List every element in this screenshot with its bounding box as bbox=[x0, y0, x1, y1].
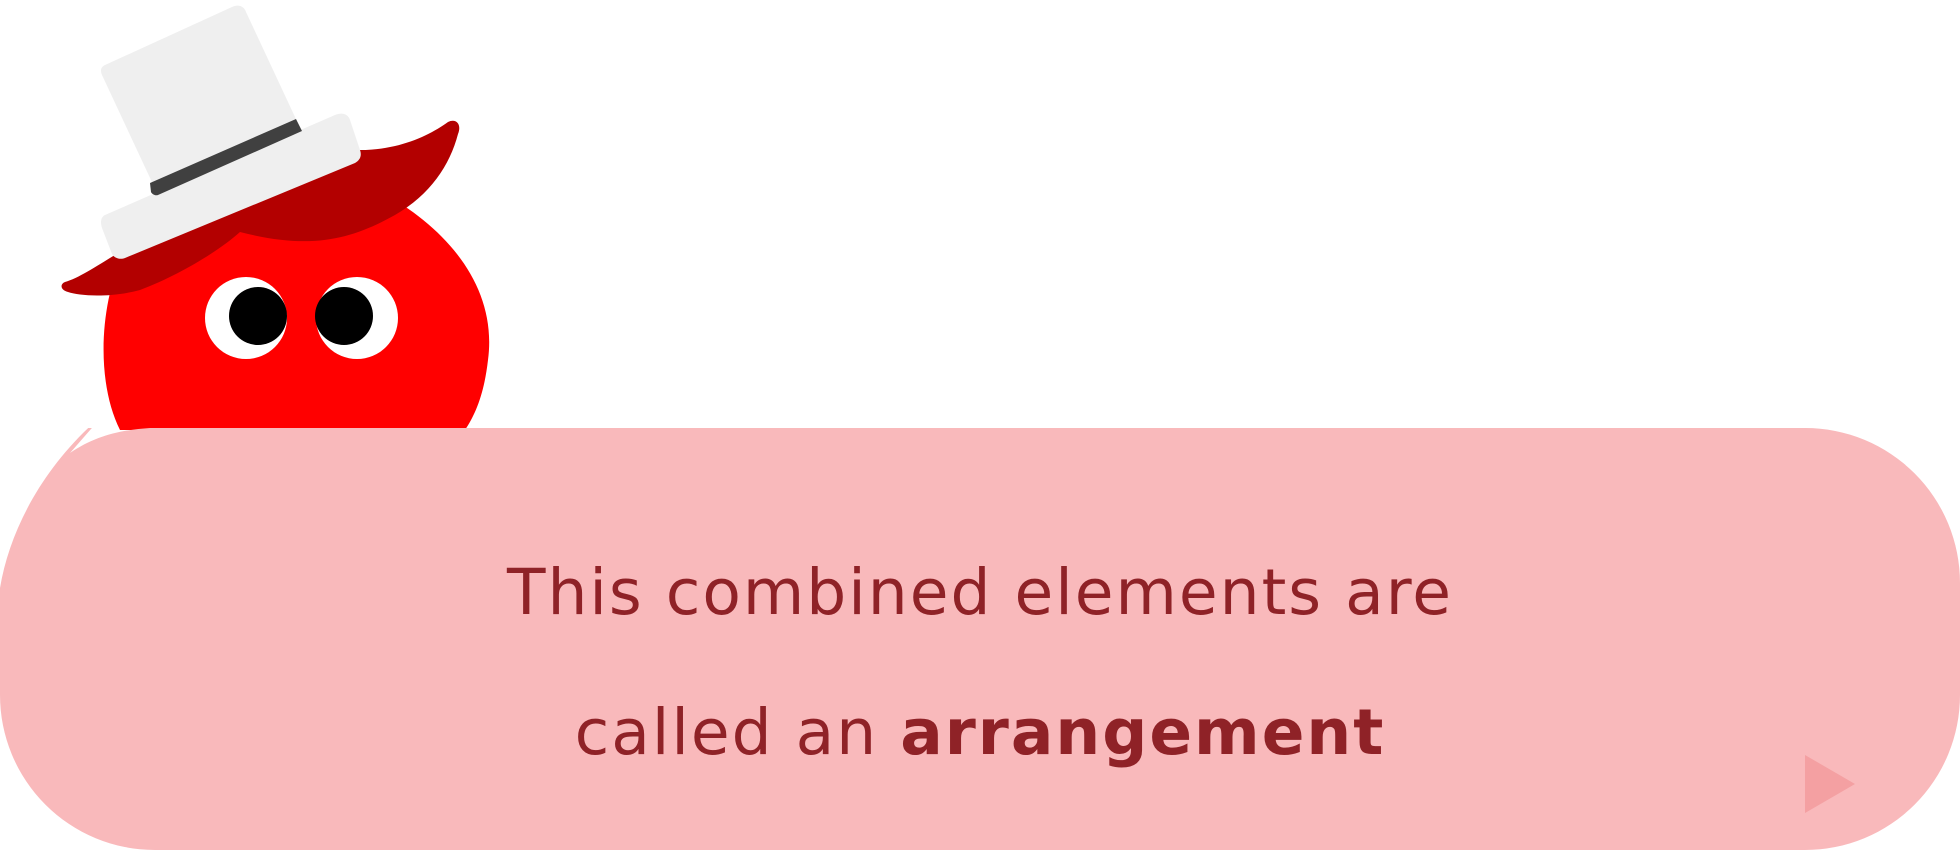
dialog-line-2-plain: called an bbox=[574, 696, 901, 769]
triangle-play-icon[interactable] bbox=[1800, 753, 1860, 817]
speech-bubble-shape bbox=[0, 428, 1960, 850]
dialog-line-1: This combined elements are bbox=[506, 556, 1454, 629]
dialog-text: This combined elements are called an arr… bbox=[150, 523, 1810, 803]
dialog-line-2: called an arrangement bbox=[150, 663, 1810, 803]
dialog-box[interactable]: This combined elements are called an arr… bbox=[0, 428, 1960, 850]
character-avatar bbox=[61, 5, 490, 430]
dialog-emphasis-word: arrangement bbox=[900, 696, 1386, 769]
right-eye-icon bbox=[315, 277, 398, 359]
left-eye-icon bbox=[205, 277, 287, 359]
top-hat-icon bbox=[101, 5, 361, 259]
red-hat-brim bbox=[61, 120, 460, 296]
